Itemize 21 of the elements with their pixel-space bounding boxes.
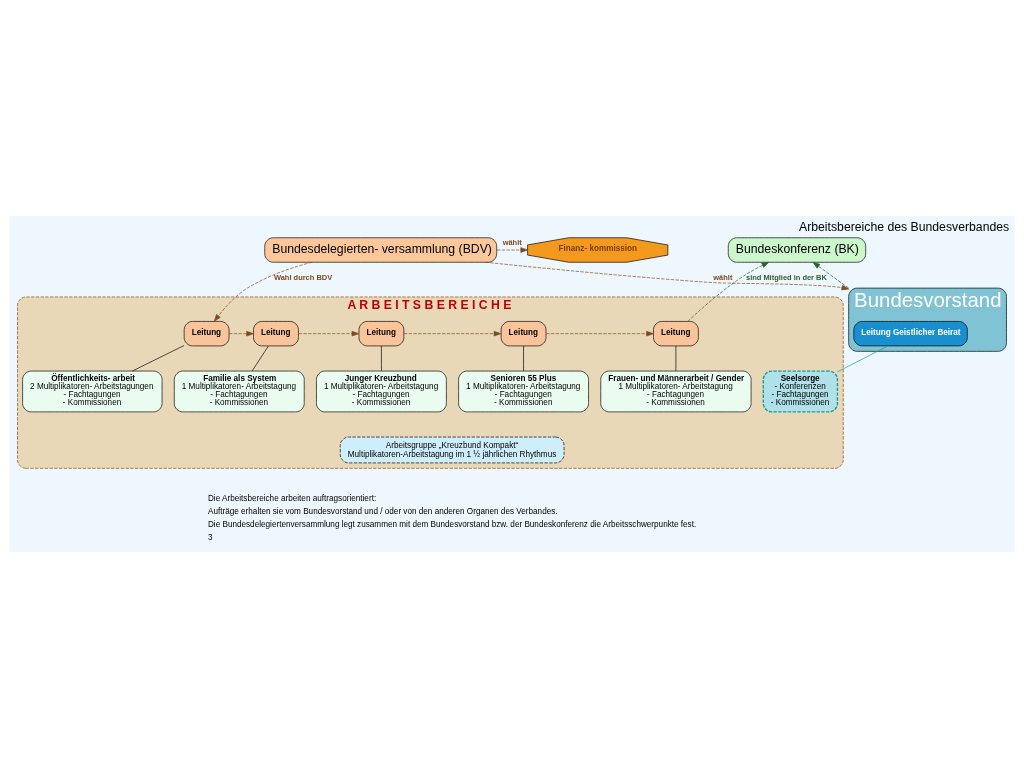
arrow	[213, 261, 313, 322]
arrow	[496, 247, 528, 253]
arrow	[228, 330, 254, 337]
connector	[381, 345, 382, 372]
edge-label: Wahl durch BDV	[273, 272, 333, 282]
connector	[837, 345, 889, 373]
arrow	[812, 261, 849, 289]
edge-label: sind Mitglied in der BK	[745, 272, 827, 282]
edge-label: wählt	[502, 238, 522, 248]
arrow	[687, 261, 770, 322]
edge-label: wählt	[713, 272, 733, 282]
node-box: Bundeskonferenz (BK)	[727, 237, 866, 263]
connector	[523, 345, 524, 372]
connector	[251, 345, 269, 372]
arrow	[298, 330, 360, 337]
connector	[132, 345, 185, 372]
node-box: Bundesdelegierten- versammlung (BDV)	[264, 237, 498, 263]
arrow	[403, 330, 502, 337]
arrow	[545, 330, 654, 337]
diagram-title: Arbeitsbereiche des Bundesverbandes	[799, 220, 1010, 235]
arrow	[485, 261, 849, 291]
